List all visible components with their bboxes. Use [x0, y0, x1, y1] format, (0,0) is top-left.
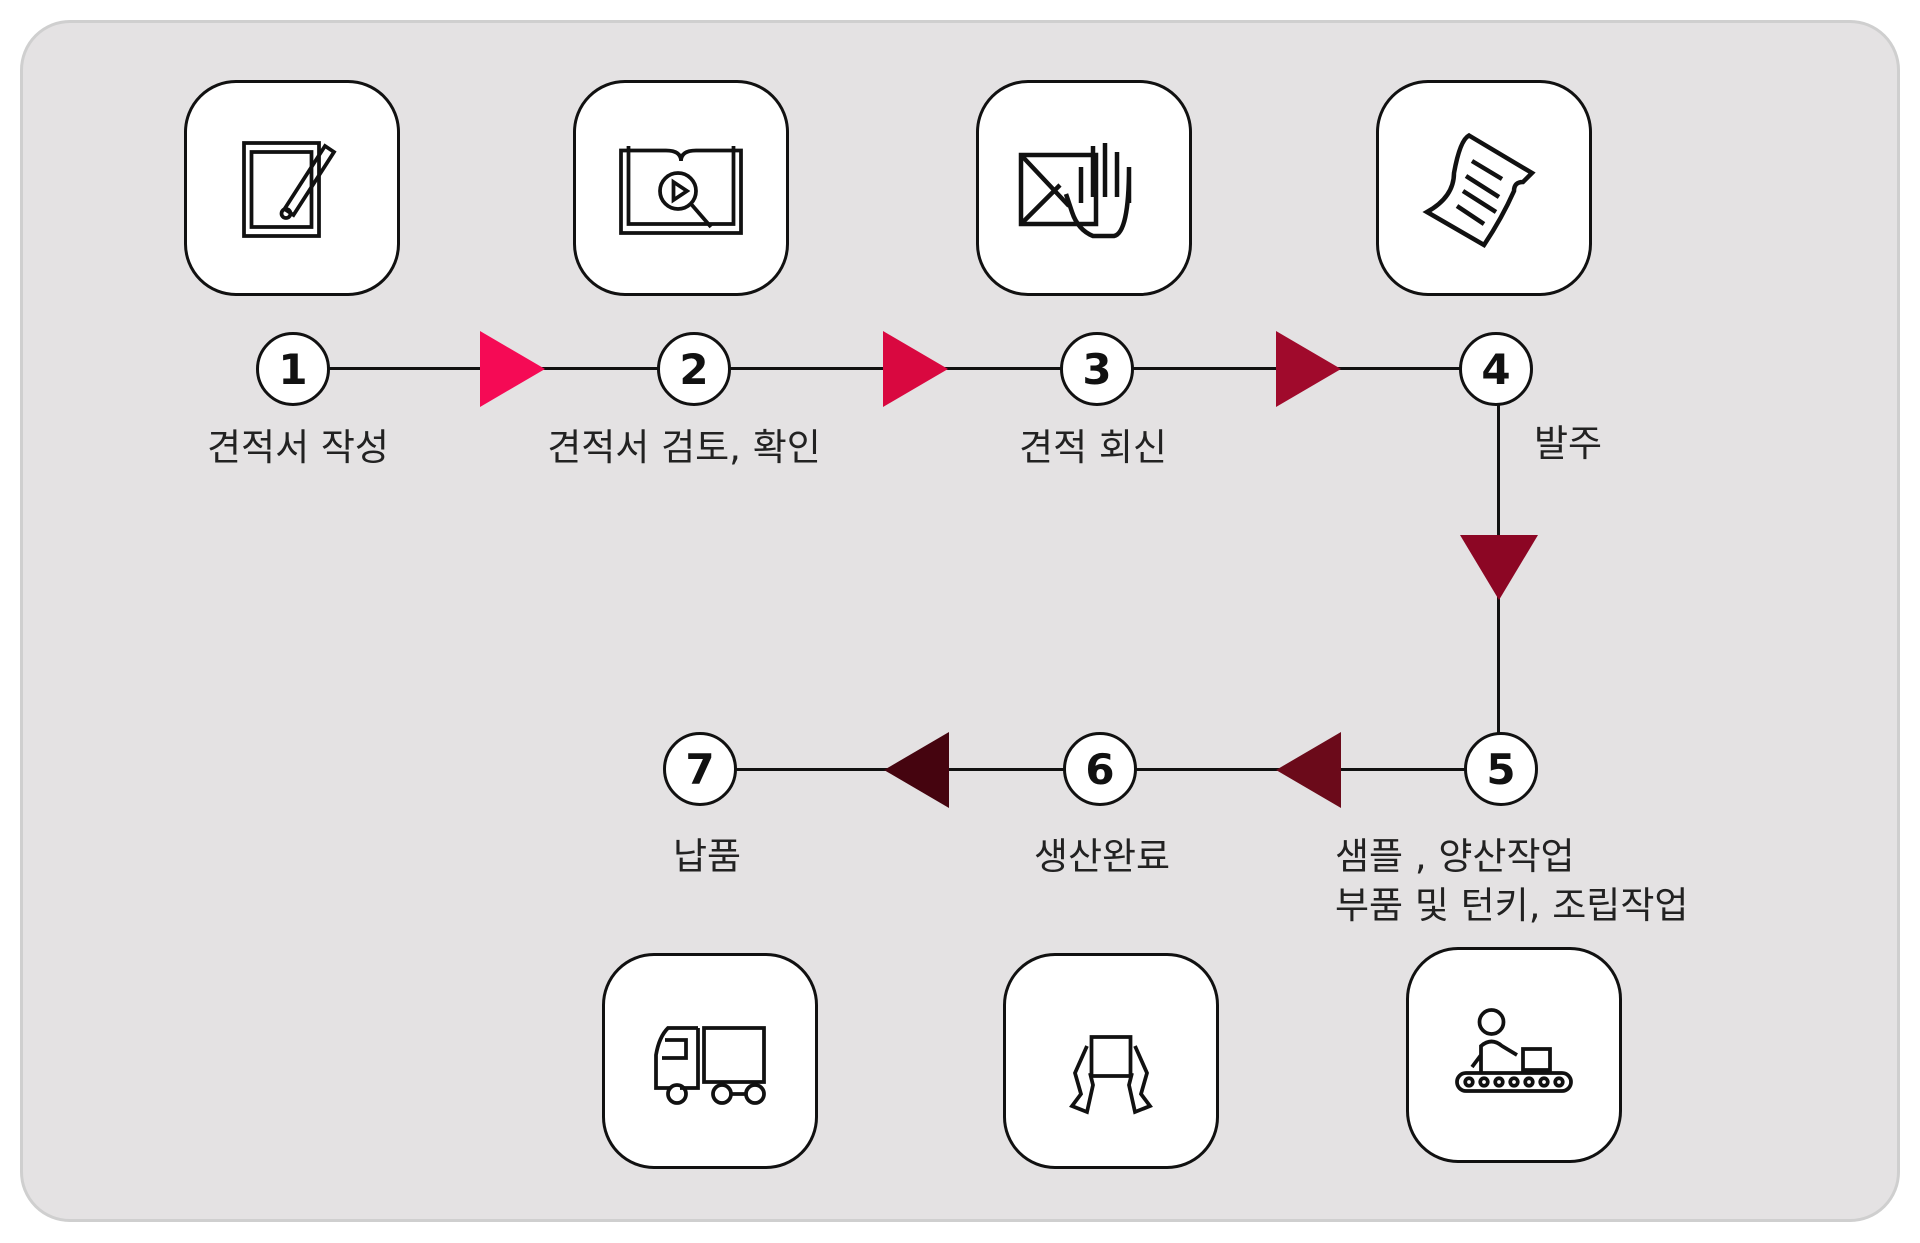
step-label-7: 납품 — [672, 835, 742, 878]
arrow-left-1 — [1276, 732, 1341, 808]
step-label-5-line1: 샘플 , 양산작업 — [1335, 835, 1575, 878]
envelope-hand-icon — [1018, 143, 1132, 239]
step-label-1: 견적서 작성 — [207, 426, 389, 469]
conveyor-worker-icon — [1455, 1008, 1573, 1093]
step-number-7: 7 — [663, 732, 737, 806]
step-label-3: 견적 회신 — [1019, 426, 1167, 469]
tablet-pen-icon — [242, 141, 337, 238]
step-6-icon-box — [1003, 953, 1219, 1169]
step-number-1: 1 — [256, 332, 330, 406]
arrow-down — [1460, 535, 1538, 600]
step-number-6: 6 — [1063, 732, 1137, 806]
arrow-right-3 — [1276, 331, 1341, 407]
step-label-5-line2: 부품 및 턴키, 조립작업 — [1335, 884, 1689, 927]
truck-icon — [654, 1026, 766, 1105]
step-5-icon-box — [1406, 947, 1622, 1163]
step-2-icon-box — [573, 80, 789, 296]
step-number-4: 4 — [1459, 332, 1533, 406]
arrow-left-2 — [884, 732, 949, 808]
arrow-right-1 — [480, 331, 545, 407]
step-number-2: 2 — [657, 332, 731, 406]
step-7-icon-box — [602, 953, 818, 1169]
step-1-icon-box — [184, 80, 400, 296]
arrow-right-2 — [883, 331, 948, 407]
step-label-2: 견적서 검토, 확인 — [547, 426, 821, 469]
hands-box-icon — [1069, 1035, 1153, 1115]
step-4-icon-box — [1376, 80, 1592, 296]
book-magnifier-icon — [619, 146, 743, 235]
step-3-icon-box — [976, 80, 1192, 296]
step-number-5: 5 — [1464, 732, 1538, 806]
step-label-6: 생산완료 — [1033, 835, 1171, 878]
step-number-3: 3 — [1060, 332, 1134, 406]
step-label-4: 발주 — [1534, 422, 1603, 465]
scroll-document-icon — [1422, 132, 1536, 249]
